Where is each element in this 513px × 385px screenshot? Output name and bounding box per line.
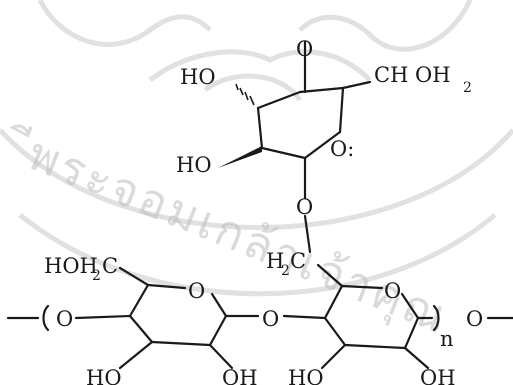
- chain-left-oxygen: O: [56, 307, 73, 331]
- chain-bridge-oxygen: O: [262, 307, 279, 331]
- link-oxygen-label: O: [296, 195, 313, 219]
- ch-oh2-label: CH OH: [374, 63, 451, 87]
- bottom-left-ring-oxygen: O: [188, 279, 205, 303]
- h2c-carbon: C: [290, 249, 306, 273]
- left-repeat-bracket: [42, 304, 50, 332]
- hoh2c-carbon: C: [102, 254, 118, 278]
- ch-oh2-subscript: 2: [463, 80, 472, 96]
- bottom-right-ring: H 2 C O HO OH: [266, 249, 456, 385]
- watermark-seal: ีพระจอมเกล้าเจ้าคุณ: [0, 0, 513, 346]
- top-oxygen-label: O: [296, 37, 313, 61]
- bottom-right-ring-oxygen: O: [384, 279, 401, 303]
- right-repeat-bracket: [432, 304, 440, 332]
- backbone-chain: O O O n: [6, 304, 513, 351]
- h2c-label: H: [266, 249, 284, 273]
- bottom-left-oh: OH: [222, 366, 258, 385]
- top-ring-oxygen-label: O:: [330, 137, 354, 161]
- hoh2c-subscript: 2: [92, 268, 101, 284]
- h2c-subscript: 2: [281, 263, 290, 279]
- chain-right-oxygen: O: [466, 307, 483, 331]
- top-ho-label: HO: [180, 65, 216, 89]
- bottom-right-oh: OH: [420, 366, 456, 385]
- hoh2c-label: HOH: [44, 254, 98, 278]
- bottom-left-ring: HOH 2 C O HO OH: [44, 254, 258, 385]
- bottom-left-ho: HO: [86, 366, 122, 385]
- wedge-bond: [218, 146, 262, 168]
- hashed-bond: [235, 83, 255, 106]
- top-ring: O HO HO CH OH 2 O: O: [176, 37, 472, 219]
- repeat-n-label: n: [440, 327, 454, 351]
- top-ho-lower-label: HO: [176, 153, 212, 177]
- bottom-right-ho: HO: [288, 366, 324, 385]
